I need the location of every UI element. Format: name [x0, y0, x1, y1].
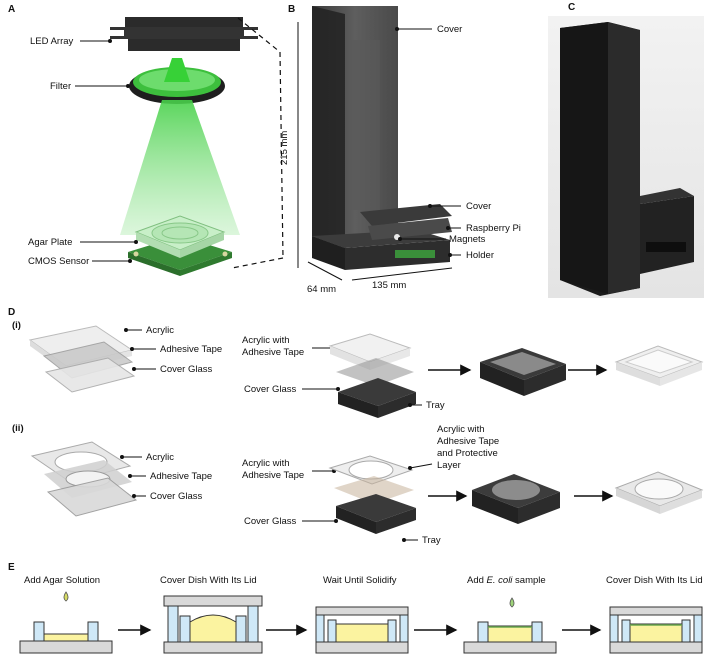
panel-b-label: B — [288, 4, 295, 15]
panel-e: E Add Agar Solution Cover Dish With Its … — [8, 562, 703, 654]
dim-width: 64 mm — [307, 284, 336, 295]
step-1-label: Add Agar Solution — [24, 575, 100, 586]
label-protective-4: Layer — [437, 460, 461, 471]
step-2-dish — [163, 595, 263, 654]
step-5-label: Cover Dish With Its Lid — [606, 575, 703, 586]
label-tray-i: Tray — [426, 400, 445, 411]
dashed-guide-top — [237, 17, 281, 53]
chip-final-i — [614, 345, 704, 386]
device-render — [312, 6, 452, 270]
dim-height: 215 mm — [279, 131, 290, 165]
label-cover-small: Cover — [466, 201, 491, 212]
device-photo — [560, 22, 694, 296]
label-filter: Filter — [50, 81, 71, 92]
label-glass-i-2: Cover Glass — [244, 384, 297, 395]
label-protective-1: Acrylic with — [437, 424, 485, 435]
assembly-ii — [328, 455, 416, 534]
panel-c: C — [548, 2, 704, 298]
label-acrylic-i: Acrylic — [146, 325, 174, 336]
label-acrylic-tape-i-2: Adhesive Tape — [242, 347, 304, 358]
label-magnets: Magnets — [449, 234, 486, 245]
width-dimension-line — [307, 261, 343, 281]
label-tape-i: Adhesive Tape — [160, 344, 222, 355]
label-led-array: LED Array — [30, 36, 74, 47]
label-agar-plate: Agar Plate — [28, 237, 72, 248]
label-row-ii: (ii) — [12, 423, 24, 434]
dashed-guide-right — [279, 51, 284, 259]
exploded-stack-ii — [30, 441, 138, 517]
step-5-dish — [609, 606, 703, 654]
panel-a: A — [8, 4, 284, 276]
label-glass-ii-2: Cover Glass — [244, 516, 297, 527]
step-3-dish — [315, 606, 409, 654]
panel-c-label: C — [568, 2, 575, 13]
label-glass-ii: Cover Glass — [150, 491, 203, 502]
assembly-i — [328, 333, 416, 418]
label-cmos-sensor: CMOS Sensor — [28, 256, 89, 267]
step-1-dish — [19, 591, 113, 654]
panel-a-label: A — [8, 4, 15, 15]
dim-depth: 135 mm — [372, 280, 406, 291]
label-raspberry-pi: Raspberry Pi — [466, 223, 521, 234]
label-protective-3: and Protective — [437, 448, 498, 459]
tray-assembled-i — [480, 348, 566, 396]
label-protective-2: Adhesive Tape — [437, 436, 499, 447]
label-acrylic-tape-ii-1: Acrylic with — [242, 458, 290, 469]
panel-d: D (i) (ii) Acrylic Adhesive Tape Cover G… — [8, 307, 704, 546]
step-3-label: Wait Until Solidify — [323, 575, 397, 586]
panel-e-label: E — [8, 562, 15, 573]
label-acrylic-ii: Acrylic — [146, 452, 174, 463]
step-4-dish — [463, 597, 557, 654]
label-acrylic-tape-i-1: Acrylic with — [242, 335, 290, 346]
depth-dimension-line — [351, 267, 453, 281]
label-cover-top: Cover — [437, 24, 462, 35]
panel-b: B 215 mm 64 mm 135 mm Cover Cover Raspbe… — [279, 4, 521, 295]
label-acrylic-tape-ii-2: Adhesive Tape — [242, 470, 304, 481]
chip-final-ii — [614, 471, 704, 514]
label-glass-i: Cover Glass — [160, 364, 213, 375]
label-holder: Holder — [466, 250, 494, 261]
led-light-cone — [164, 58, 190, 82]
light-beam — [120, 100, 240, 235]
tray-assembled-ii — [472, 474, 560, 524]
agar-plate — [134, 215, 226, 258]
label-tape-ii: Adhesive Tape — [150, 471, 212, 482]
panel-d-label: D — [8, 307, 15, 318]
exploded-stack-i — [28, 325, 136, 393]
step-4-label: Add E. coli sample — [467, 575, 546, 586]
led-array-board — [110, 17, 258, 51]
label-tray-ii: Tray — [422, 535, 441, 546]
dashed-guide-bottom — [231, 257, 284, 269]
label-row-i: (i) — [12, 320, 21, 331]
step-2-label: Cover Dish With Its Lid — [160, 575, 257, 586]
